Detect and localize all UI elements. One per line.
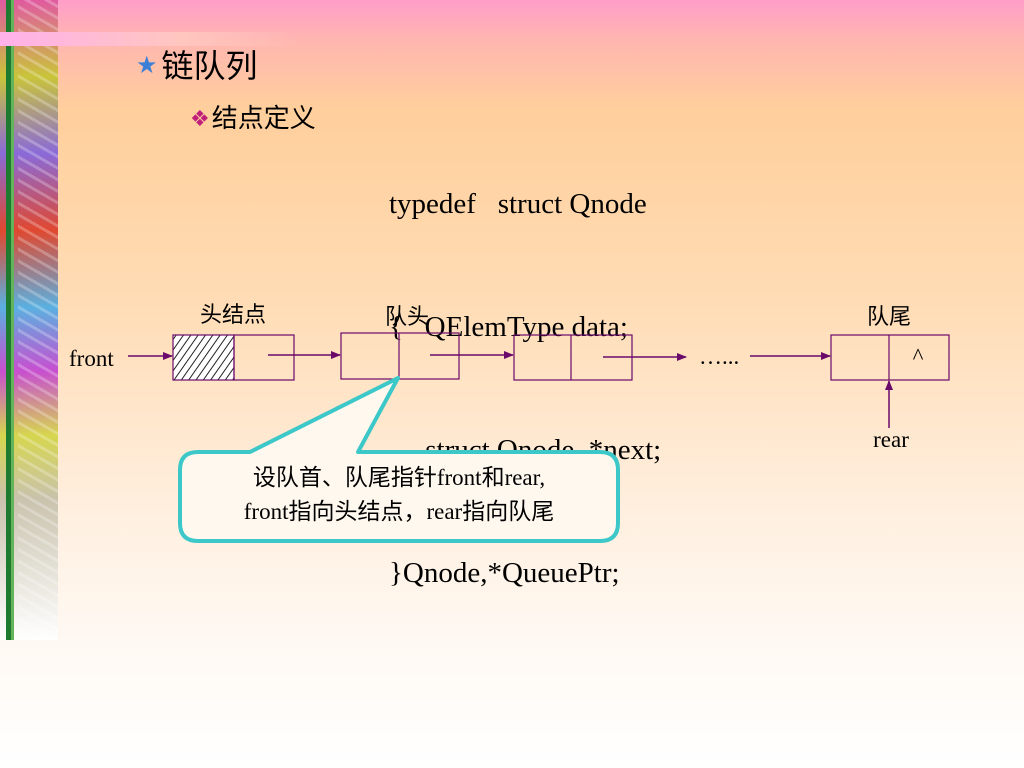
sub-heading-text: 结点定义 [211,104,316,134]
tail-node [830,334,950,381]
ellipsis-label: …... [699,344,739,369]
callout-line-2: front指向头结点，rear指向队尾 [243,499,555,524]
heading-text: 链队列 [161,47,258,85]
sub-heading: ❖结点定义 [190,100,316,138]
decorative-top-bar [0,32,298,46]
code-line-1: typedef struct Qnode [389,188,647,220]
callout-text: 设队首、队尾指针front和rear, front指向头结点，rear指向队尾 [180,461,618,529]
tail-node-box [830,334,950,381]
star-icon: ★ [136,53,158,79]
head-node [172,334,295,381]
front-label: front [69,346,114,371]
first-node-box [340,332,460,380]
diamond-bullet-icon: ❖ [190,106,210,131]
code-block: typedef struct Qnode { QElemType data; s… [389,102,661,635]
head-node-label: 头结点 [200,303,266,328]
decorative-side-strip [0,0,58,640]
queue-head-label: 队头 [385,305,429,330]
code-line-2: { QElemType data; [389,311,628,343]
callout-line-1: 设队首、队尾指针front和rear, [252,465,546,490]
first-node [340,332,460,380]
head-node-data-field [172,334,235,381]
null-pointer-mark: ^ [913,344,924,369]
queue-tail-label: 队尾 [867,305,911,330]
rear-label: rear [873,427,909,452]
slide-heading: ★链队列 [136,44,258,88]
code-line-4: }Qnode,*QueuePtr; [389,557,620,589]
head-node-next-field [233,334,295,381]
callout-bubble [178,376,620,543]
